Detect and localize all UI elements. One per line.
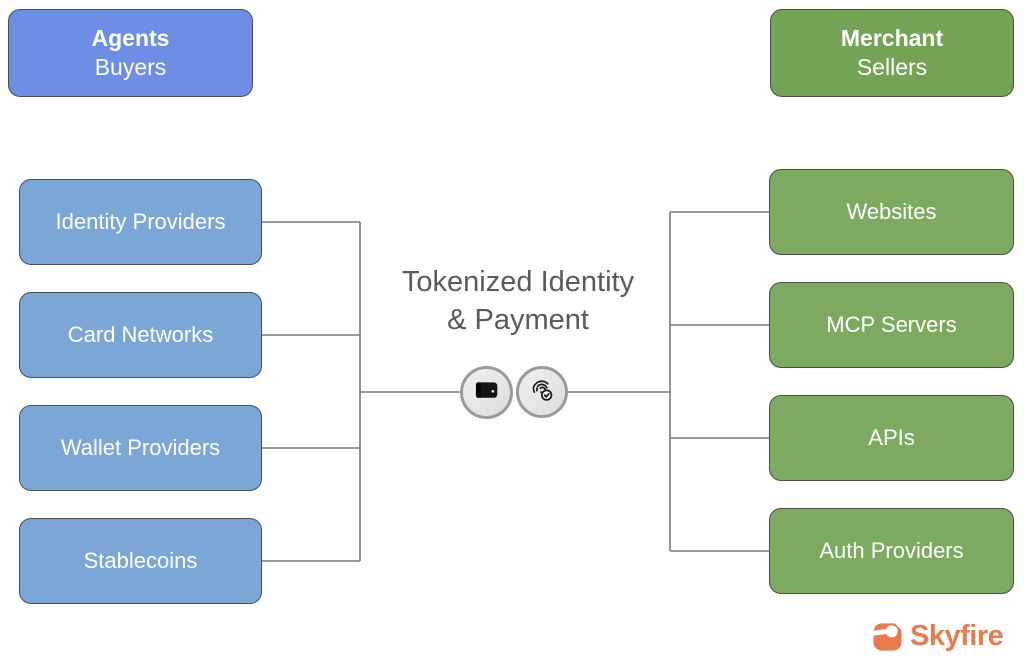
payment-chip xyxy=(460,366,513,419)
node-label: Card Networks xyxy=(67,322,214,347)
agents-title: Agents xyxy=(91,25,170,51)
skyfire-logo-icon xyxy=(872,621,903,652)
node-label: MCP Servers xyxy=(826,312,957,337)
agents-header: Agents Buyers xyxy=(8,9,253,97)
node-mcp-servers: MCP Servers xyxy=(769,282,1014,368)
node-auth-providers: Auth Providers xyxy=(769,508,1014,594)
node-apis: APIs xyxy=(769,395,1014,481)
identity-chip xyxy=(516,366,568,418)
merchant-header: Merchant Sellers xyxy=(770,9,1014,97)
skyfire-logo: Skyfire xyxy=(872,620,1004,653)
node-label: Stablecoins xyxy=(83,548,198,573)
merchant-subtitle: Sellers xyxy=(856,54,928,80)
node-card-networks: Card Networks xyxy=(19,292,262,378)
node-stablecoins: Stablecoins xyxy=(19,518,262,604)
node-websites: Websites xyxy=(769,169,1014,255)
merchant-title: Merchant xyxy=(840,25,944,51)
node-wallet-providers: Wallet Providers xyxy=(19,405,262,491)
node-label: Websites xyxy=(846,199,937,224)
fingerprint-check-icon xyxy=(528,376,556,409)
center-title-line2: & Payment xyxy=(447,304,589,336)
node-label: Identity Providers xyxy=(55,209,226,234)
node-identity-providers: Identity Providers xyxy=(19,179,262,265)
center-title-line1: Tokenized Identity xyxy=(401,266,635,298)
node-label: Wallet Providers xyxy=(60,435,221,460)
skyfire-logo-text: Skyfire xyxy=(910,620,1004,652)
node-label: APIs xyxy=(868,425,915,450)
wallet-icon xyxy=(474,377,500,408)
node-label: Auth Providers xyxy=(819,538,964,563)
agents-subtitle: Buyers xyxy=(94,54,167,80)
center-title: Tokenized Identity & Payment xyxy=(350,263,686,339)
